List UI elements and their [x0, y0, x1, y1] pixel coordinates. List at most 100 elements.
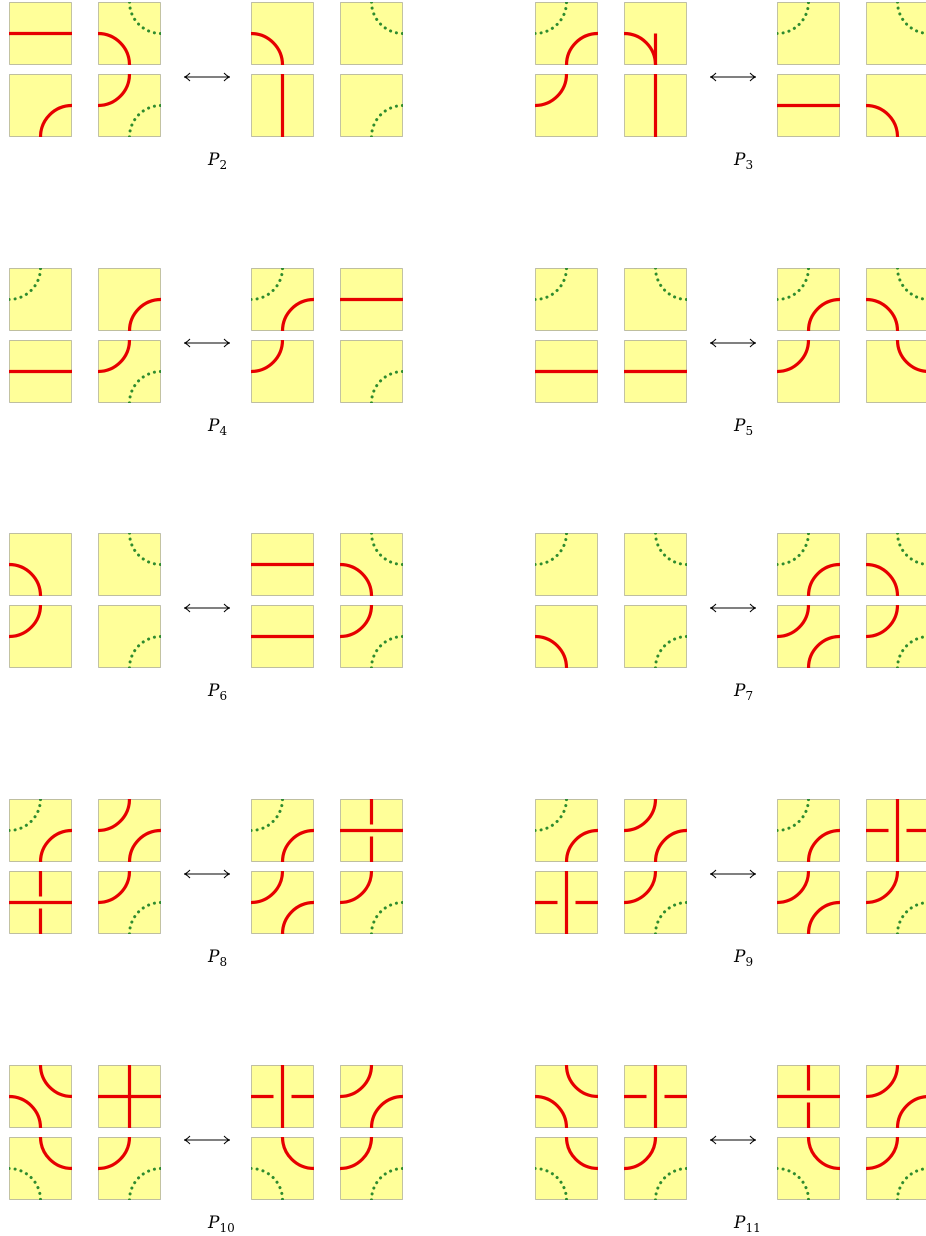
dotted-arc — [777, 268, 810, 301]
dotted-arc — [128, 370, 161, 403]
tile-background — [535, 799, 598, 862]
arc-strand — [806, 1137, 840, 1171]
arc-strand — [251, 340, 285, 374]
dotted-arc — [9, 1167, 42, 1200]
tile-background — [98, 2, 161, 65]
relation-label-base: P — [733, 416, 746, 436]
tile-background — [9, 74, 72, 137]
arc-strand — [866, 103, 900, 137]
tile-background — [251, 340, 314, 403]
tile-background — [777, 2, 840, 65]
tile-background — [535, 2, 598, 65]
dotted-arc — [128, 1167, 161, 1200]
tile-background — [251, 2, 314, 65]
tile-background — [535, 268, 598, 331]
relation-label: P11 — [733, 1213, 761, 1235]
tile-right — [340, 1137, 403, 1200]
tile-background — [340, 605, 403, 668]
dotted-arc — [896, 1167, 926, 1200]
left-right-arrow-icon — [709, 603, 757, 613]
arc-strand — [251, 871, 285, 905]
tile-background — [98, 74, 161, 137]
tile-right — [251, 2, 314, 65]
arc-strand — [564, 1065, 598, 1099]
arc-strand — [866, 1137, 900, 1171]
arc-strand — [38, 1137, 72, 1171]
arc-strand — [806, 562, 840, 596]
tile-right — [251, 1137, 314, 1200]
tile-left — [9, 533, 72, 596]
tile-right — [340, 605, 403, 668]
left-right-arrow-icon — [183, 869, 231, 879]
tile-right — [777, 1137, 840, 1200]
tile-right — [251, 605, 314, 668]
arc-strand — [280, 1137, 314, 1171]
tile-left — [9, 74, 72, 137]
arc-strand — [98, 31, 132, 65]
tile-right — [251, 1065, 314, 1128]
arc-strand — [866, 562, 900, 596]
arc-strand — [98, 1137, 132, 1171]
tile-left — [535, 268, 598, 331]
tile-right — [777, 871, 840, 934]
tile-background — [624, 533, 687, 596]
arc-strand — [98, 74, 132, 108]
tile-right — [777, 340, 840, 403]
dotted-arc — [654, 1167, 687, 1200]
tile-right — [866, 1137, 926, 1200]
tile-right — [777, 605, 840, 668]
relation-label-base: P — [733, 947, 746, 967]
tile-background — [98, 605, 161, 668]
tile-background — [98, 871, 161, 934]
tile-right — [340, 533, 403, 596]
relation-label-sub: 4 — [219, 424, 227, 438]
dotted-arc — [128, 2, 161, 35]
arc-strand — [280, 900, 314, 934]
arc-strand — [866, 297, 900, 331]
dotted-arc — [370, 370, 403, 403]
tile-left — [9, 2, 72, 65]
tile-background — [9, 1065, 72, 1128]
tile-right — [866, 605, 926, 668]
arc-strand — [564, 31, 598, 65]
tile-left — [535, 1137, 598, 1200]
dotted-arc — [370, 635, 403, 668]
left-right-arrow-icon — [709, 338, 757, 348]
dotted-arc — [370, 1167, 403, 1200]
tile-background — [9, 605, 72, 668]
tile-right — [866, 268, 926, 331]
tile-left — [98, 1137, 161, 1200]
dotted-arc — [777, 533, 810, 566]
tile-left — [9, 799, 72, 862]
tile-background — [340, 1065, 403, 1128]
dotted-arc — [128, 533, 161, 566]
relation-label-sub: 7 — [745, 689, 753, 703]
arc-strand — [564, 828, 598, 862]
tile-right — [251, 268, 314, 331]
arc-strand — [127, 828, 161, 862]
dotted-arc — [9, 799, 42, 832]
tile-background — [535, 533, 598, 596]
tile-right — [866, 74, 926, 137]
tile-right — [866, 1065, 926, 1128]
tile-left — [98, 74, 161, 137]
tile-left — [9, 871, 72, 934]
tile-left — [624, 871, 687, 934]
arc-strand — [777, 605, 811, 639]
arc-strand — [38, 1065, 72, 1099]
dotted-arc — [9, 268, 42, 301]
tile-right — [777, 799, 840, 862]
tile-left — [535, 605, 598, 668]
dotted-arc — [535, 268, 568, 301]
tile-left — [98, 2, 161, 65]
relation-label: P5 — [733, 416, 753, 438]
tile-left — [9, 605, 72, 668]
tile-left — [535, 799, 598, 862]
dotted-arc — [896, 268, 926, 301]
arc-strand — [98, 799, 132, 833]
relation-label-base: P — [733, 681, 746, 701]
tile-left — [98, 268, 161, 331]
tile-right — [777, 1065, 840, 1128]
tile-background — [251, 799, 314, 862]
